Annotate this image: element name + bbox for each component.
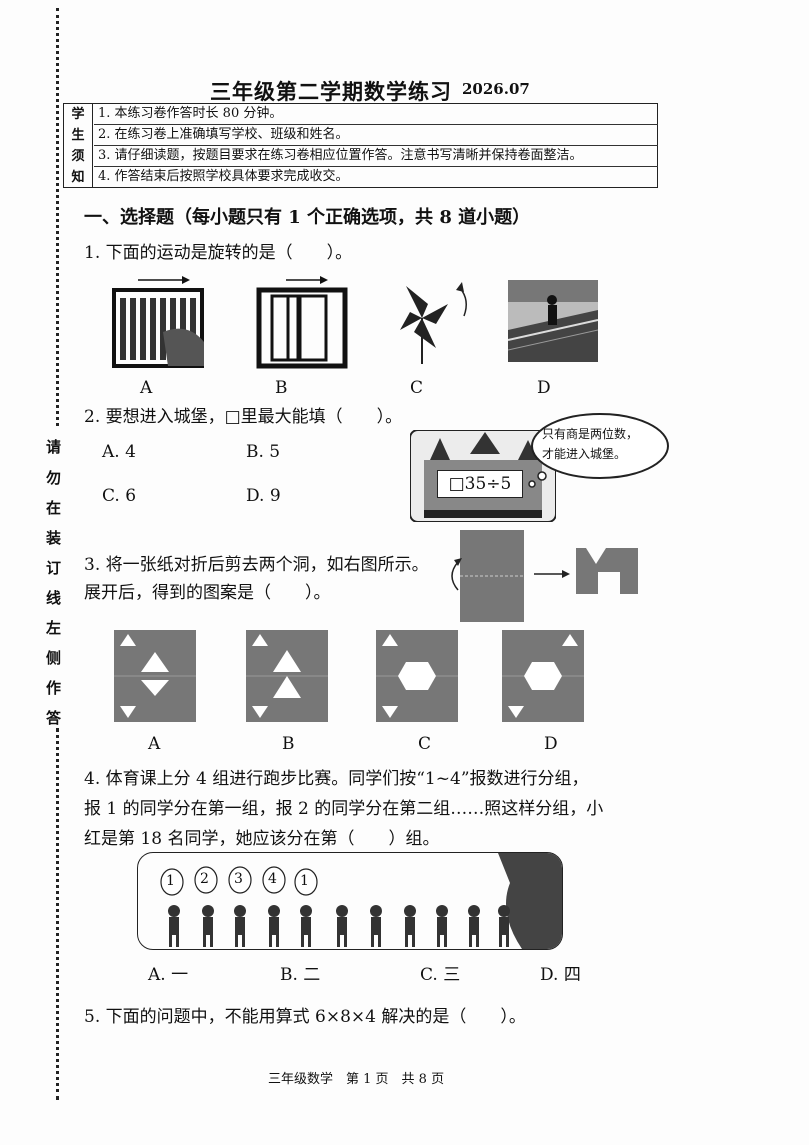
q3-label-d: D [544, 734, 558, 754]
count-bubble: 2 [200, 871, 209, 887]
question-3-line1: 3. 将一张纸对折后剪去两个洞，如右图所示。 [84, 555, 429, 575]
notice-side-char: 须 [71, 149, 85, 164]
count-bubble: 3 [234, 871, 243, 887]
binding-note-char: 在 [46, 499, 62, 517]
q4-option-a[interactable]: A. 一 [148, 965, 189, 985]
castle-sign: □35÷5 [437, 470, 523, 498]
notice-side-char: 知 [71, 170, 85, 185]
notice-item: 4. 作答结束后按照学校具体要求完成收交。 [98, 169, 349, 184]
page-title: 三年级第二学期数学练习 [210, 79, 452, 104]
students-line-picture: 1 2 3 4 1 [137, 852, 563, 950]
binding-note-char: 请 [46, 438, 62, 456]
exam-date: 2026.07 [462, 80, 530, 98]
question-4-line3: 红是第 18 名同学，她应该分在第（ ）组。 [84, 829, 440, 849]
binding-note-char: 订 [46, 559, 62, 577]
question-2-text: 2. 要想进入城堡，□里最大能填（ ）。 [84, 407, 403, 427]
notice-side-label: 学 生 须 知 [64, 104, 93, 187]
count-bubble: 4 [268, 871, 277, 887]
q2-option-d[interactable]: D. 9 [246, 486, 281, 506]
notice-item: 1. 本练习卷作答时长 80 分钟。 [94, 104, 658, 125]
q3-option-b-image[interactable] [246, 630, 328, 722]
q2-option-a[interactable]: A. 4 [102, 442, 136, 462]
binding-note-char: 答 [46, 709, 62, 727]
question-4-line1: 4. 体育课上分 4 组进行跑步比赛。同学们按“1~4”报数进行分组， [84, 769, 589, 789]
q1-label-a: A [140, 378, 153, 398]
q4-option-b[interactable]: B. 二 [280, 965, 321, 985]
binding-note-char: 侧 [46, 649, 62, 667]
question-4-line2: 报 1 的同学分在第一组，报 2 的同学分在第二组……照这样分组，小 [84, 799, 604, 819]
count-bubble: 1 [300, 873, 309, 889]
q1-label-b: B [275, 378, 288, 398]
bubble-line: 才能进入城堡。 [542, 447, 627, 461]
notice-side-char: 学 [71, 107, 85, 122]
notice-item: 3. 请仔细读题，按题目要求在练习卷相应位置作答。注意书写清晰并保持卷面整洁。 [94, 146, 658, 167]
binding-note-char: 左 [46, 619, 62, 637]
q3-option-d-image[interactable] [502, 630, 584, 722]
speech-bubble [528, 413, 669, 488]
pinwheel-image [400, 282, 467, 364]
q3-label-a: A [148, 734, 161, 754]
students-figures [160, 853, 562, 949]
question-5-text: 5. 下面的问题中，不能用算式 6×8×4 解决的是（ ）。 [84, 1007, 526, 1027]
q2-option-b[interactable]: B. 5 [246, 442, 281, 462]
question-1-text: 1. 下面的运动是旋转的是（ ）。 [84, 243, 353, 263]
binding-note-char: 装 [46, 529, 62, 547]
student-notice-box: 学 生 须 知 1. 本练习卷作答时长 80 分钟。 2. 在练习卷上准确填写学… [63, 103, 658, 188]
binding-line-top [56, 8, 62, 426]
notice-side-char: 生 [71, 128, 85, 143]
q3-option-c-image[interactable] [376, 630, 458, 722]
notice-item: 2. 在练习卷上准确填写学校、班级和姓名。 [94, 125, 658, 146]
q3-label-c: C [418, 734, 432, 754]
speech-bubble-text: 只有商是两位数， 才能进入城堡。 [542, 424, 638, 464]
count-bubble: 1 [166, 873, 175, 889]
binding-note-char: 作 [46, 679, 62, 697]
section-heading: 一、选择题（每小题只有 1 个正确选项，共 8 道小题） [84, 207, 531, 228]
sliding-window-image [256, 276, 348, 369]
binding-note-char: 线 [46, 589, 62, 607]
q3-option-a-image[interactable] [114, 630, 196, 722]
q1-label-d: D [537, 378, 551, 398]
abacus-image [112, 276, 204, 368]
q4-option-c[interactable]: C. 三 [420, 965, 461, 985]
question-3-line2: 展开后，得到的图案是（ ）。 [84, 583, 331, 603]
q4-option-d[interactable]: D. 四 [540, 965, 581, 985]
q1-label-c: C [410, 378, 424, 398]
binding-note-char: 勿 [46, 469, 62, 487]
bubble-line: 只有商是两位数， [542, 427, 639, 441]
page-footer: 三年级数学 第 1 页 共 8 页 [268, 1072, 445, 1087]
q2-option-c[interactable]: C. 6 [102, 486, 137, 506]
q3-label-b: B [282, 734, 295, 754]
binding-line-bottom [56, 728, 62, 1100]
escalator-image [508, 280, 598, 362]
folded-paper-diagram [451, 530, 638, 622]
